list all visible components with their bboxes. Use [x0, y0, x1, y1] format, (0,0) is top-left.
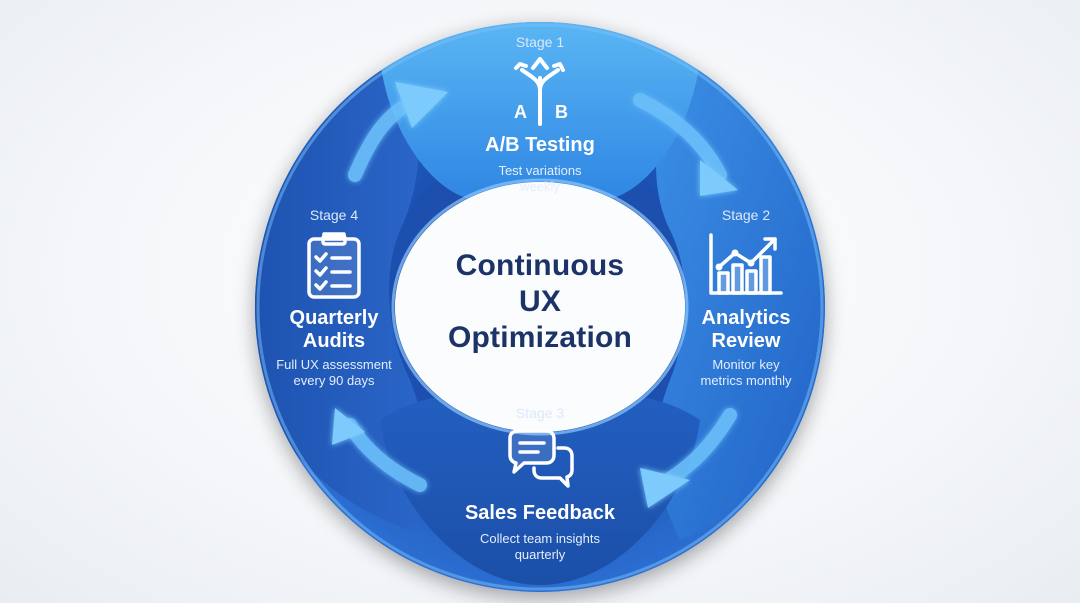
stage2-desc-line: Monitor key [712, 357, 780, 372]
stage2-title-line: Review [711, 330, 781, 352]
stage2-label: Stage 2 [721, 207, 771, 223]
stage3-label: Stage 3 [515, 405, 565, 421]
ab-icon-letter-b: B [555, 102, 568, 122]
stage1-desc-line: Test variations [498, 163, 582, 178]
stage4-title: Quarterly Audits [234, 307, 434, 353]
stage2-title: Analytics Review [646, 307, 846, 353]
arrowhead-1-to-2 [700, 160, 738, 196]
arrowhead-2-to-3 [640, 468, 690, 508]
stage1-desc: Test variations weekly [460, 163, 620, 195]
segment-stage3 [380, 395, 700, 585]
stage3-desc: Collect team insights quarterly [460, 531, 620, 563]
stage4-desc-line: every 90 days [293, 373, 375, 388]
stage4-title-line: Quarterly [289, 307, 379, 329]
stage2-desc: Monitor key metrics monthly [666, 357, 826, 389]
clipboard-checklist-icon [307, 232, 361, 299]
stage4-label: Stage 4 [309, 207, 359, 223]
center-hole [395, 182, 685, 432]
stage3-desc-line: Collect team insights [480, 531, 600, 546]
analytics-chart-icon [709, 233, 783, 295]
stage1-label: Stage 1 [515, 34, 565, 50]
ab-split-icon: A B [514, 57, 568, 126]
stage1-title: A/B Testing [485, 134, 595, 156]
arrow-1-to-2 [633, 93, 727, 182]
stage3-desc-line: quarterly [514, 547, 566, 562]
ab-icon-letter-a: A [514, 102, 527, 122]
center-title-line: UX [518, 285, 562, 318]
stage4-desc: Full UX assessment every 90 days [254, 357, 414, 389]
arrowhead-3-to-4 [332, 408, 365, 445]
stage4-title-line: Audits [302, 330, 366, 352]
stage4-desc-line: Full UX assessment [276, 357, 392, 372]
segment-stage4 [254, 60, 425, 530]
chat-bubbles-icon [508, 429, 574, 488]
arrowhead-4-to-1 [395, 82, 448, 128]
stage3-title: Sales Feedback [464, 502, 616, 524]
stage2-desc-line: metrics monthly [700, 373, 792, 388]
center-title-line: Continuous [455, 249, 625, 282]
stage1-desc-line: weekly [520, 179, 560, 194]
stage2-title-line: Analytics [701, 307, 791, 329]
center-title-line: Optimization [447, 321, 633, 354]
center-title: Continuous UX Optimization [400, 248, 680, 356]
